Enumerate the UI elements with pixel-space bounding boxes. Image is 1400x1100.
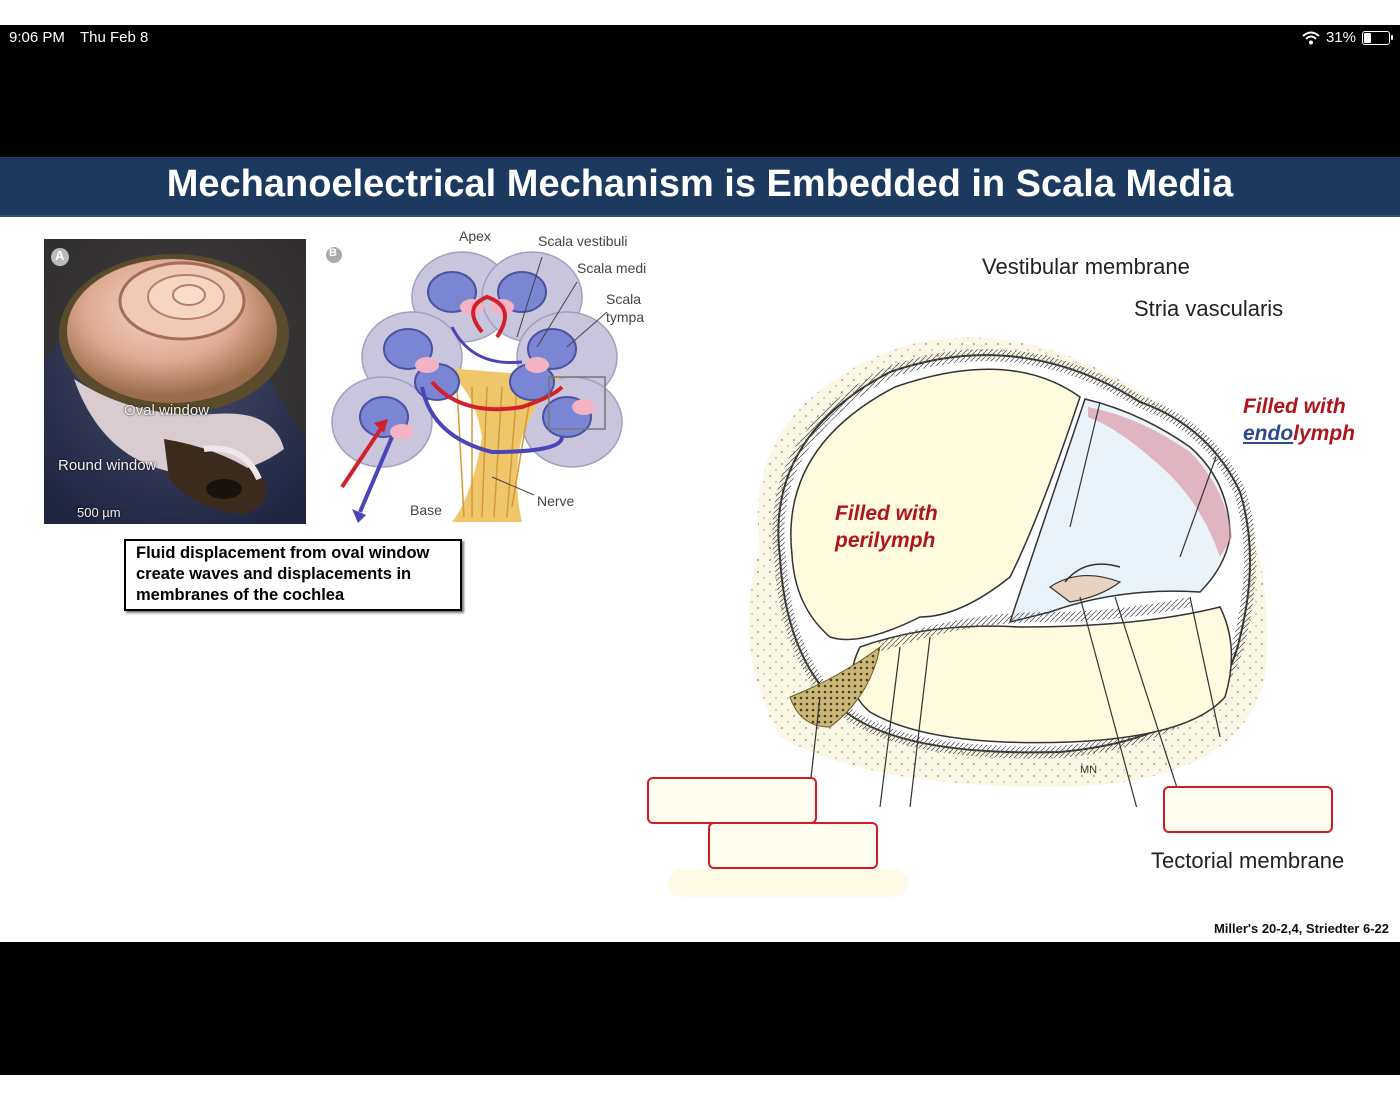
citation: Miller's 20-2,4, Striedter 6-22 bbox=[1213, 921, 1389, 936]
cochlea-photo: A Oval window Round window 500 µm bbox=[44, 239, 306, 524]
status-time: 9:06 PM bbox=[9, 29, 65, 46]
panel-a-marker: A bbox=[55, 248, 65, 263]
title-bar: Mechanoelectrical Mechanism is Embedded … bbox=[0, 157, 1400, 217]
stria-vascularis-label: Stria vascularis bbox=[1134, 296, 1284, 321]
bottom-margin bbox=[0, 1075, 1400, 1100]
scale-bar-label: 500 µm bbox=[77, 505, 121, 520]
status-indicators: 31% bbox=[1302, 29, 1393, 46]
tectorial-membrane-label: Tectorial membrane bbox=[1151, 848, 1345, 873]
illustrator-initials: MN bbox=[1080, 764, 1098, 776]
perilymph-label-line-2: perilymph bbox=[835, 529, 936, 552]
oval-window-label: Oval window bbox=[124, 402, 210, 419]
battery-icon bbox=[1362, 30, 1393, 45]
endolymph-suffix: lymph bbox=[1293, 422, 1356, 445]
scala-tympani-label-2: tympa bbox=[606, 309, 645, 325]
apex-label: Apex bbox=[459, 228, 491, 244]
panel-a-marker-bg bbox=[51, 248, 69, 266]
cochlea-photo-illustration bbox=[44, 239, 306, 524]
slide-title: Mechanoelectrical Mechanism is Embedded … bbox=[166, 163, 1234, 205]
blank-label-box-3[interactable] bbox=[1163, 786, 1333, 833]
slide: Mechanoelectrical Mechanism is Embedded … bbox=[0, 157, 1400, 942]
scala-media-diagram bbox=[748, 337, 1268, 807]
vestibular-membrane-label: Vestibular membrane bbox=[982, 254, 1190, 279]
perilymph-label-line-1: Filled with bbox=[835, 502, 938, 525]
endolymph-prefix: endo bbox=[1243, 422, 1294, 445]
base-label: Base bbox=[410, 502, 442, 518]
scala-tympani-label-1: Scala bbox=[606, 291, 642, 307]
caption-box: Fluid displacement from oval window crea… bbox=[124, 539, 462, 611]
endolymph-label-line-1: Filled with bbox=[1243, 395, 1346, 418]
perilymph-label: Filled with perilymph bbox=[835, 500, 938, 554]
round-window-label: Round window bbox=[58, 457, 157, 474]
endolymph-label: Filled with endolymph bbox=[1243, 393, 1355, 447]
panel-b-marker: B bbox=[329, 247, 337, 259]
endolymph-label-line-2: endolymph bbox=[1243, 420, 1355, 447]
status-date: Thu Feb 8 bbox=[80, 29, 149, 46]
bottom-bar bbox=[0, 942, 1400, 1075]
cochlea-cross-section-illustration bbox=[326, 247, 623, 523]
blank-label-box-1[interactable] bbox=[647, 777, 817, 824]
blank-label-box-4[interactable] bbox=[668, 869, 908, 897]
battery-percent: 31% bbox=[1325, 29, 1356, 46]
nerve-label: Nerve bbox=[537, 493, 575, 509]
top-margin bbox=[0, 0, 1400, 25]
wifi-icon bbox=[1302, 31, 1320, 44]
status-bar: 9:06 PM Thu Feb 8 31% bbox=[0, 25, 1400, 157]
scala-media-label: Scala medi bbox=[577, 260, 647, 276]
blank-label-box-2[interactable] bbox=[708, 822, 878, 869]
scala-vestibuli-label: Scala vestibuli bbox=[538, 233, 628, 249]
